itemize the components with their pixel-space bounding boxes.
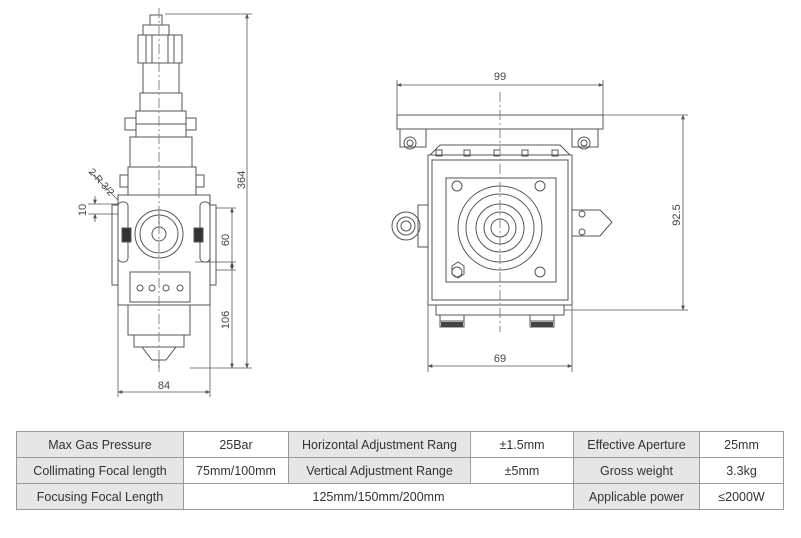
- spec-label: Effective Aperture: [573, 431, 700, 458]
- spec-label: Gross weight: [573, 457, 700, 484]
- dim-60: 60: [220, 234, 232, 246]
- spec-label: Horizontal Adjustment Rang: [288, 431, 471, 458]
- spec-table: Max Gas Pressure 25Bar Horizontal Adjust…: [16, 431, 784, 510]
- table-row: Focusing Focal Length 125mm/150mm/200mm …: [16, 483, 784, 510]
- spec-value: ≤2000W: [699, 483, 784, 510]
- technical-drawing: 364 60 106 84 10 2-R 3/2: [77, 8, 688, 397]
- side-view-dimensions: [88, 13, 252, 397]
- dim-height-92-5: 92.5: [671, 204, 683, 225]
- front-view-dimensions: [396, 80, 688, 372]
- spec-label: Collimating Focal length: [16, 457, 184, 484]
- table-row: Max Gas Pressure 25Bar Horizontal Adjust…: [16, 431, 784, 458]
- front-view-feet-fill: [441, 322, 553, 327]
- spec-value: ±5mm: [470, 457, 574, 484]
- spec-label: Max Gas Pressure: [16, 431, 184, 458]
- dim-106: 106: [220, 311, 232, 329]
- spec-label: Vertical Adjustment Range: [288, 457, 471, 484]
- spec-value: 75mm/100mm: [183, 457, 289, 484]
- spec-value: 125mm/150mm/200mm: [183, 483, 574, 510]
- spec-value: 25Bar: [183, 431, 289, 458]
- table-row: Collimating Focal length 75mm/100mm Vert…: [16, 457, 784, 484]
- dim-width-69: 69: [494, 353, 506, 365]
- thread-label: 2-R 3/2: [86, 167, 116, 199]
- side-view: [111, 8, 217, 372]
- spec-value: 25mm: [699, 431, 784, 458]
- front-view: [391, 92, 613, 332]
- dim-width-99: 99: [494, 71, 506, 83]
- dim-width-84: 84: [158, 380, 170, 392]
- dim-height-total: 364: [236, 171, 248, 189]
- side-view-labels: 364 60 106 84 10 2-R 3/2: [77, 167, 248, 392]
- spec-value: 3.3kg: [699, 457, 784, 484]
- spec-label: Applicable power: [573, 483, 700, 510]
- front-view-labels: 99 92.5 69: [494, 71, 683, 365]
- dim-10: 10: [77, 204, 89, 216]
- spec-value: ±1.5mm: [470, 431, 574, 458]
- spec-label: Focusing Focal Length: [16, 483, 184, 510]
